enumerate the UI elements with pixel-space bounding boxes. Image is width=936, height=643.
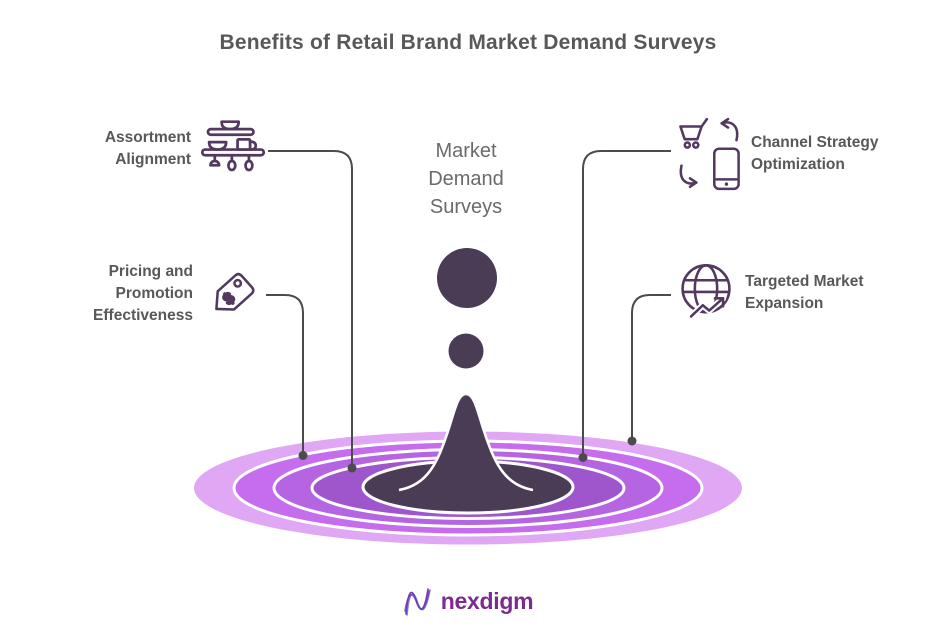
benefit-label: Channel Strategy Optimization: [751, 134, 879, 173]
benefit-pricing-promotion: Pricing and Promotion Effectiveness $: [42, 260, 264, 328]
nexdigm-logo: nexdigm: [0, 584, 936, 618]
connector-dot-assortment: [347, 463, 357, 473]
droplet-small: [448, 333, 484, 369]
logo-wordmark: nexdigm: [440, 587, 534, 614]
page-title: Benefits of Retail Brand Market Demand S…: [219, 31, 717, 54]
connector-dot-channel: [578, 453, 588, 462]
connector-dot-targeted: [627, 436, 637, 446]
connector-assortment: [268, 150, 353, 465]
splash-column: [399, 394, 533, 500]
droplet-large: [437, 248, 497, 308]
globe-growth-icon: [681, 264, 731, 320]
benefit-label: Assortment Alignment: [104, 129, 191, 168]
price-tag-icon: $: [215, 272, 255, 311]
cart-phone-swap-icon: [679, 117, 740, 191]
nexdigm-wave-mark-icon: [403, 588, 431, 616]
dollar-glyph: $: [220, 290, 238, 309]
benefit-targeted-expansion: Targeted Market Expansion: [676, 260, 926, 326]
benefit-label: Targeted Market Expansion: [745, 273, 864, 312]
kitchen-shelves-icon: [200, 120, 266, 172]
benefit-assortment-alignment: Assortment Alignment: [56, 117, 266, 181]
connector-dot-pricing: [298, 451, 308, 460]
benefit-channel-strategy: Channel Strategy Optimization: [676, 117, 926, 191]
center-label: Market Demand Surveys: [428, 140, 504, 218]
connector-pricing: [266, 294, 304, 452]
connector-targeted: [631, 294, 671, 438]
benefit-label: Pricing and Promotion Effectiveness: [93, 263, 193, 324]
splash-column-highlight: [398, 392, 534, 492]
connector-channel: [582, 150, 671, 454]
